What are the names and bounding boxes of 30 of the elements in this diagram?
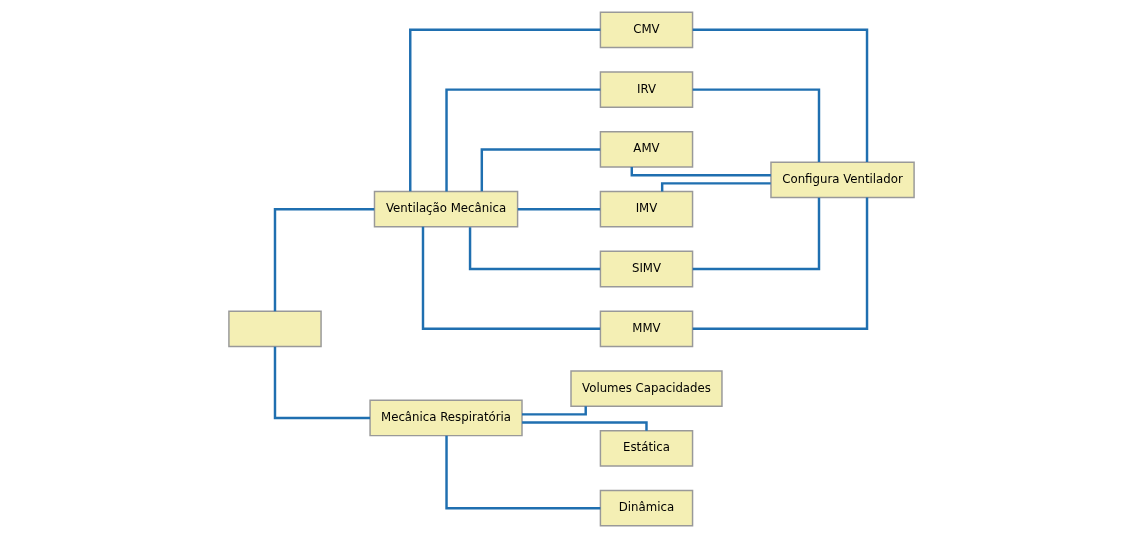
node-box: Configura Ventilador [770, 161, 915, 199]
connector [421, 226, 601, 330]
node-box [228, 310, 322, 348]
node-box: IMV [599, 190, 694, 228]
connector [517, 208, 601, 211]
connector [468, 227, 601, 271]
node-box: Mecânica Respiratória [369, 399, 523, 437]
connector [409, 28, 601, 192]
connector [692, 197, 821, 271]
connector [522, 406, 587, 416]
node-box: Dinâmica [599, 489, 694, 527]
connector [273, 208, 375, 312]
connector [522, 421, 648, 431]
connector [445, 435, 601, 510]
connector [660, 182, 771, 192]
connector [273, 346, 370, 420]
node-box: AMV [599, 131, 694, 168]
connector [692, 28, 869, 162]
node-box: Estática [599, 430, 694, 467]
node-box: Volumes Capacidades [570, 370, 723, 407]
connector [692, 88, 821, 162]
node-box: SIMV [599, 250, 694, 288]
node-box: Ventilação Mecânica [373, 190, 519, 228]
connector [630, 167, 771, 177]
connector [480, 148, 601, 192]
node-box: IRV [599, 71, 694, 108]
connector [692, 197, 869, 330]
node-box: CMV [599, 11, 694, 49]
node-box: MMV [599, 310, 694, 348]
connector [445, 88, 601, 192]
